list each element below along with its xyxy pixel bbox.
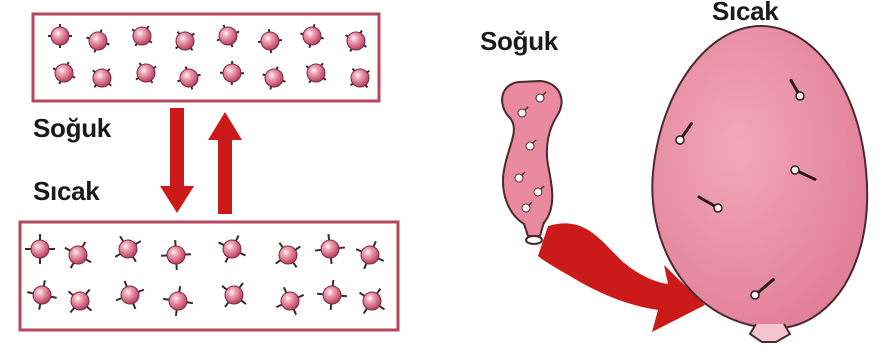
- molecule: [351, 69, 370, 88]
- cold-molecule-box: [33, 14, 379, 101]
- molecule: [69, 290, 92, 313]
- arrow-down-icon: [160, 108, 194, 213]
- arrow-up-icon: [208, 112, 242, 214]
- cold-balloon: [502, 81, 562, 244]
- cold-balloon-label: Soğuk: [480, 26, 558, 57]
- hot-molecule-box: [20, 222, 398, 330]
- molecule: [93, 69, 111, 87]
- molecule: [176, 32, 195, 51]
- hot-balloon-label: Sıcak: [712, 0, 778, 27]
- hot-label-left: Sıcak: [33, 176, 99, 207]
- cold-label-left: Soğuk: [33, 113, 111, 144]
